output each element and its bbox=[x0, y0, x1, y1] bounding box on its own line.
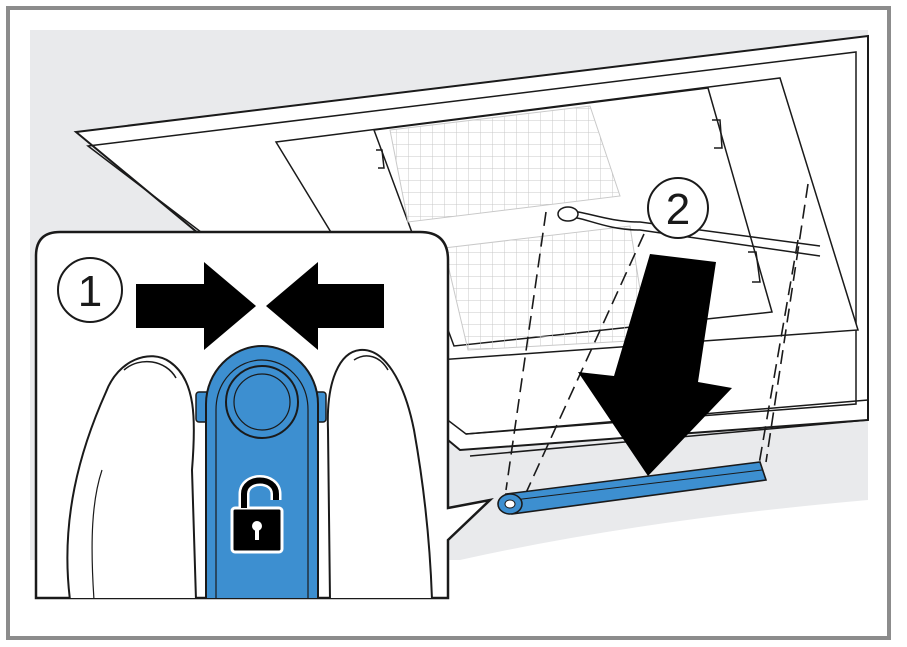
arrows-pointing-inward-icon bbox=[136, 262, 384, 350]
left-thumb bbox=[66, 355, 198, 598]
step-2-number: 2 bbox=[666, 185, 690, 234]
filter-mesh-upper bbox=[389, 105, 621, 223]
detail-inset: 1 bbox=[34, 230, 494, 600]
blue-clip-bar bbox=[497, 461, 768, 515]
step-2-badge: 2 bbox=[647, 177, 709, 239]
step-1-number: 1 bbox=[78, 267, 102, 316]
filter-mesh-lower bbox=[443, 225, 649, 351]
arrow-down-icon bbox=[578, 254, 732, 476]
open-padlock-icon bbox=[230, 475, 284, 554]
blue-clip-closeup bbox=[195, 344, 327, 598]
step-1-badge: 1 bbox=[57, 257, 123, 323]
right-finger bbox=[326, 348, 434, 598]
guide-lines bbox=[505, 183, 809, 507]
